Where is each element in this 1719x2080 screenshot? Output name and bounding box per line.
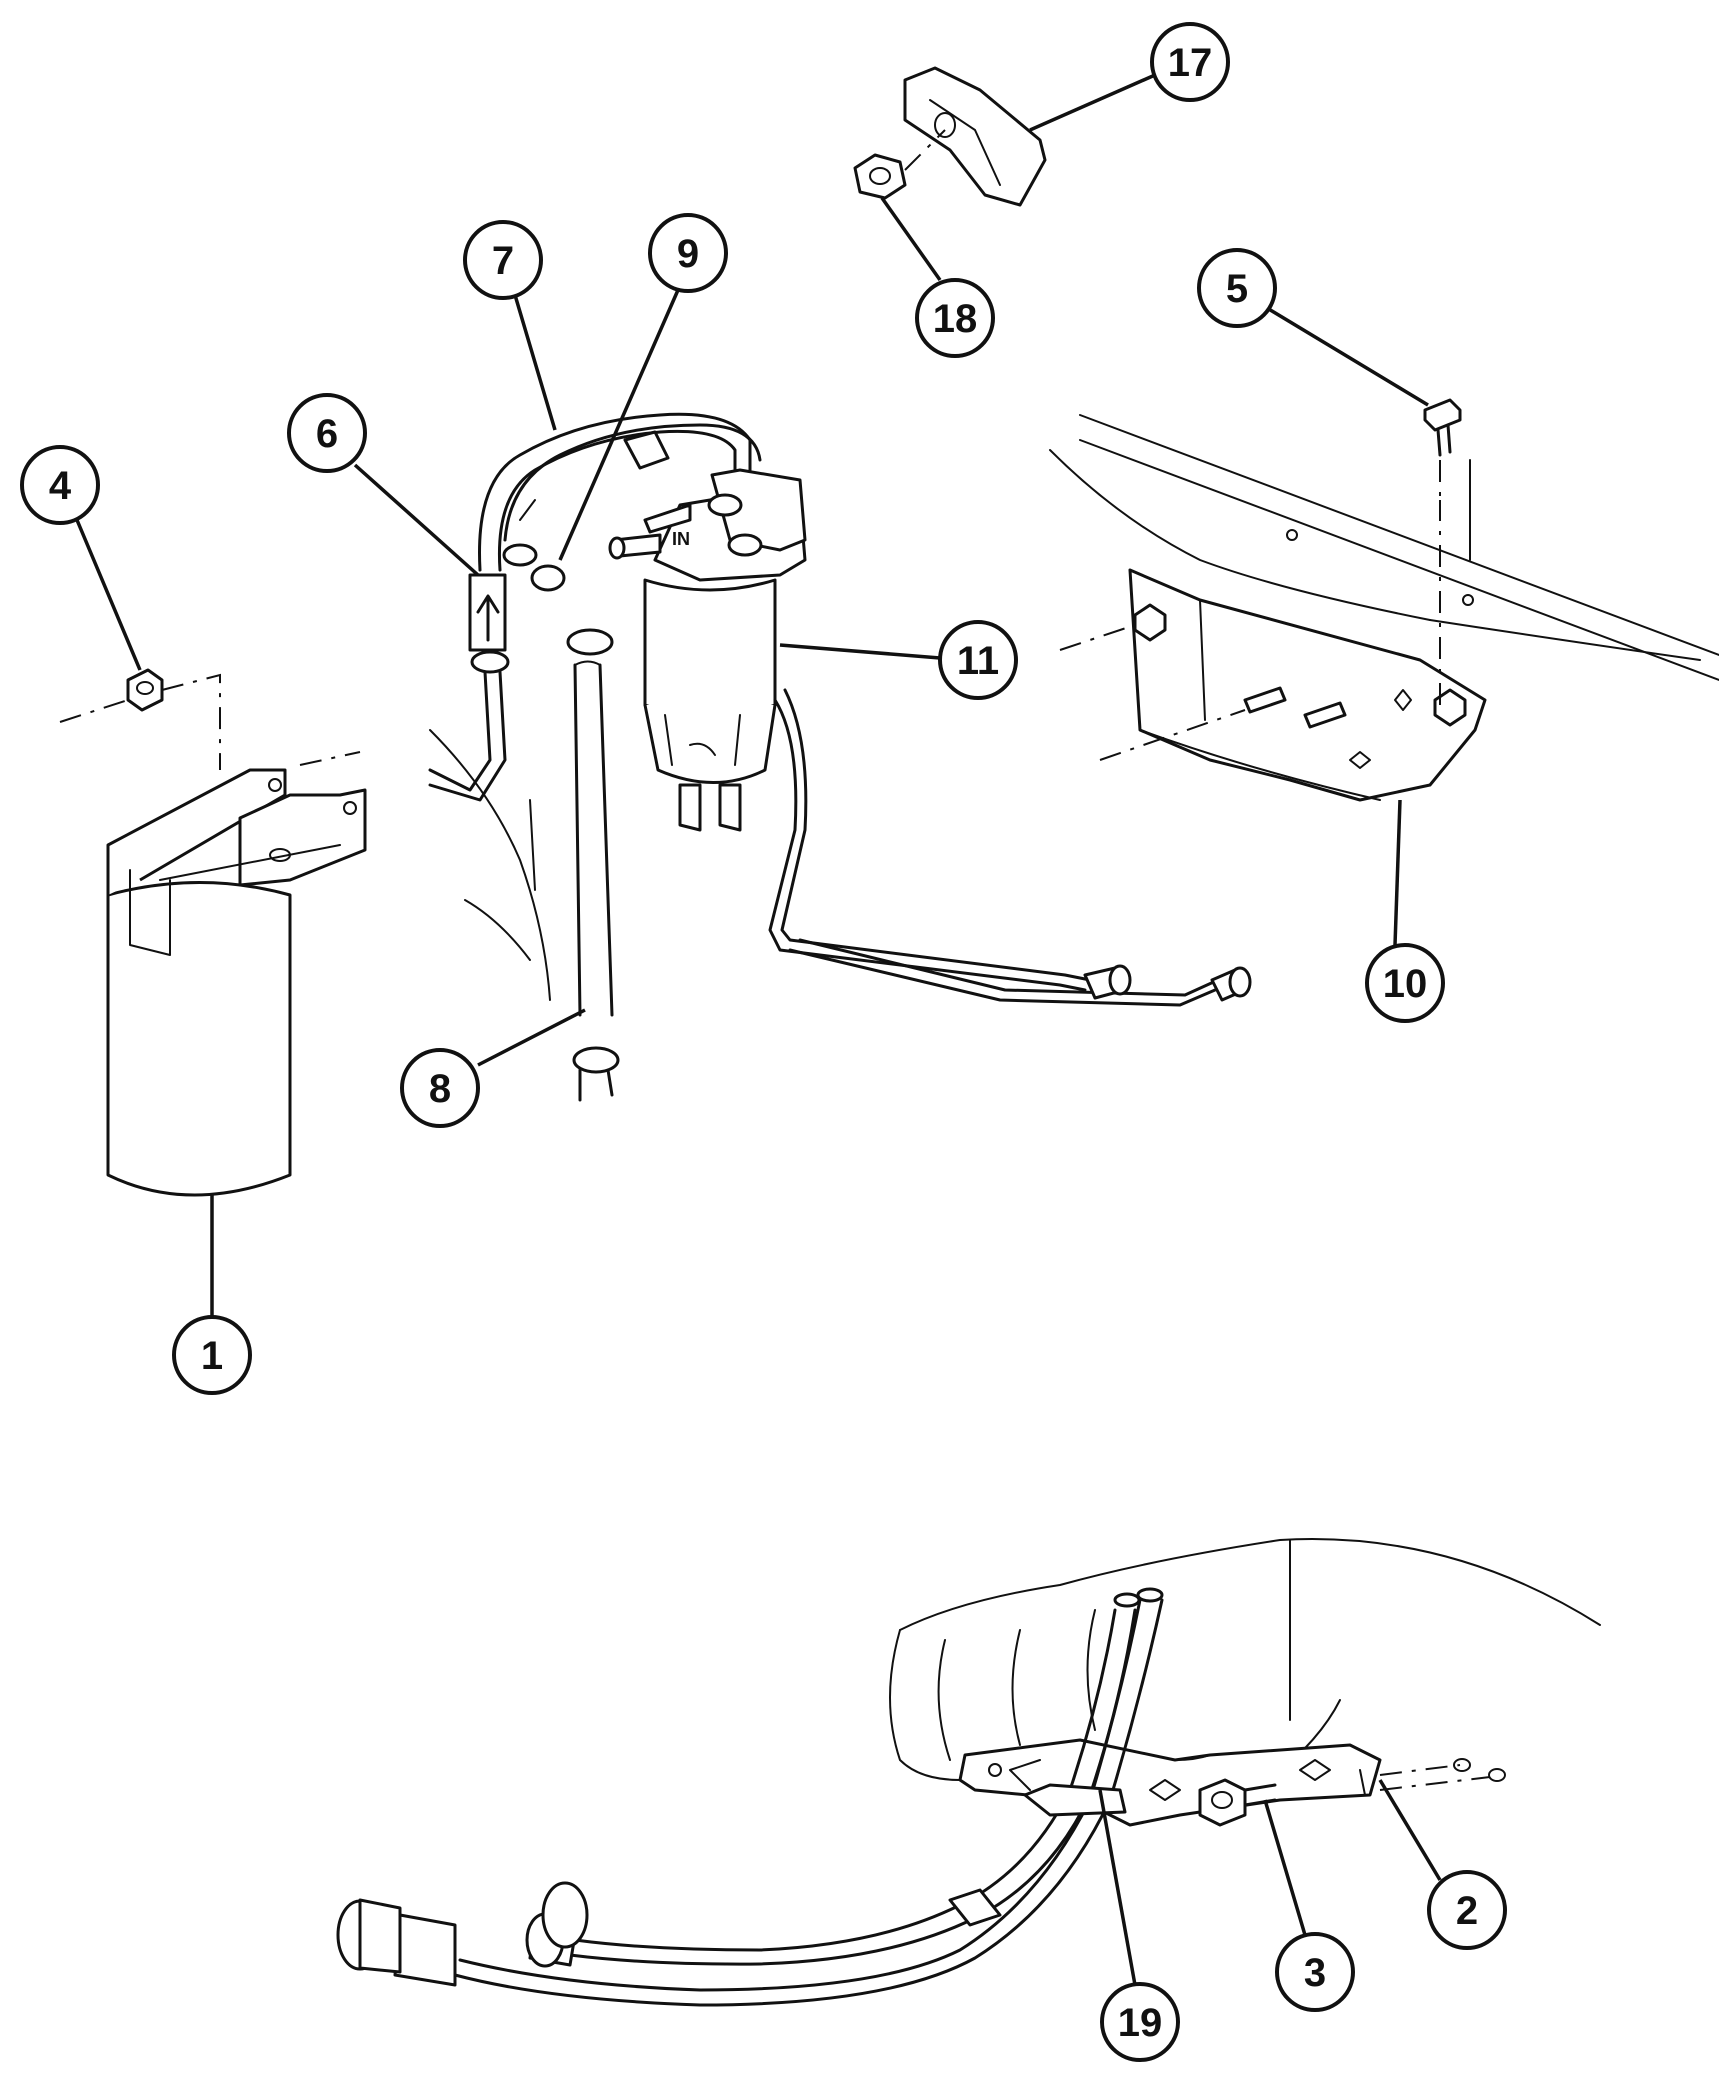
callout-9-label: 9 [677,232,699,276]
callout-5-label: 5 [1226,267,1248,311]
callout-6-label: 6 [316,412,338,456]
fuel-hose [478,412,762,592]
callout-4: 4 [20,445,100,525]
callout-1: 1 [172,1315,252,1395]
callout-4-label: 4 [49,464,72,508]
callout-2: 2 [1427,1870,1507,1950]
body-panel-lower [889,1538,1601,1781]
callout-17-label: 17 [1168,41,1213,85]
bolt-5 [1423,398,1462,520]
fuel-line-with-arrow [428,573,510,802]
callout-18-label: 18 [933,297,978,341]
bracket-17 [903,66,1047,207]
callout-6: 6 [287,393,367,473]
nut [59,668,361,770]
bracket-2 [958,1738,1506,1827]
callout-19: 19 [1100,1982,1180,2062]
callout-8: 8 [400,1048,480,1128]
fuel-filter-assembly: IN [608,468,1252,1007]
callout-17: 17 [1150,22,1230,102]
callout-9: 9 [648,213,728,293]
callout-5: 5 [1197,248,1277,328]
callout-7-label: 7 [492,239,514,283]
callout-2-label: 2 [1456,1889,1478,1933]
callout-10-label: 10 [1383,962,1428,1006]
nut-18 [853,129,946,200]
callout-10: 10 [1365,943,1445,1023]
engine-contour [429,729,551,1001]
callout-11: 11 [938,620,1018,700]
body-panel-upper [1049,414,1719,681]
filter-head-in-label: IN [672,529,690,549]
callout-11-label: 11 [957,639,999,683]
callout-3: 3 [1275,1932,1355,2012]
callout-7: 7 [463,220,543,300]
mounting-bracket-10 [1059,500,1487,802]
heat-shield [106,768,367,1197]
callout-19-label: 19 [1118,2001,1163,2045]
callout-18: 18 [915,278,995,358]
callout-3-label: 3 [1304,1951,1326,1995]
callout-8-label: 8 [429,1067,451,1111]
callout-1-label: 1 [201,1334,223,1378]
return-hose [566,628,620,1102]
bolt-3 [1198,1778,1277,1827]
fuel-lines-lower [336,1587,1164,2007]
